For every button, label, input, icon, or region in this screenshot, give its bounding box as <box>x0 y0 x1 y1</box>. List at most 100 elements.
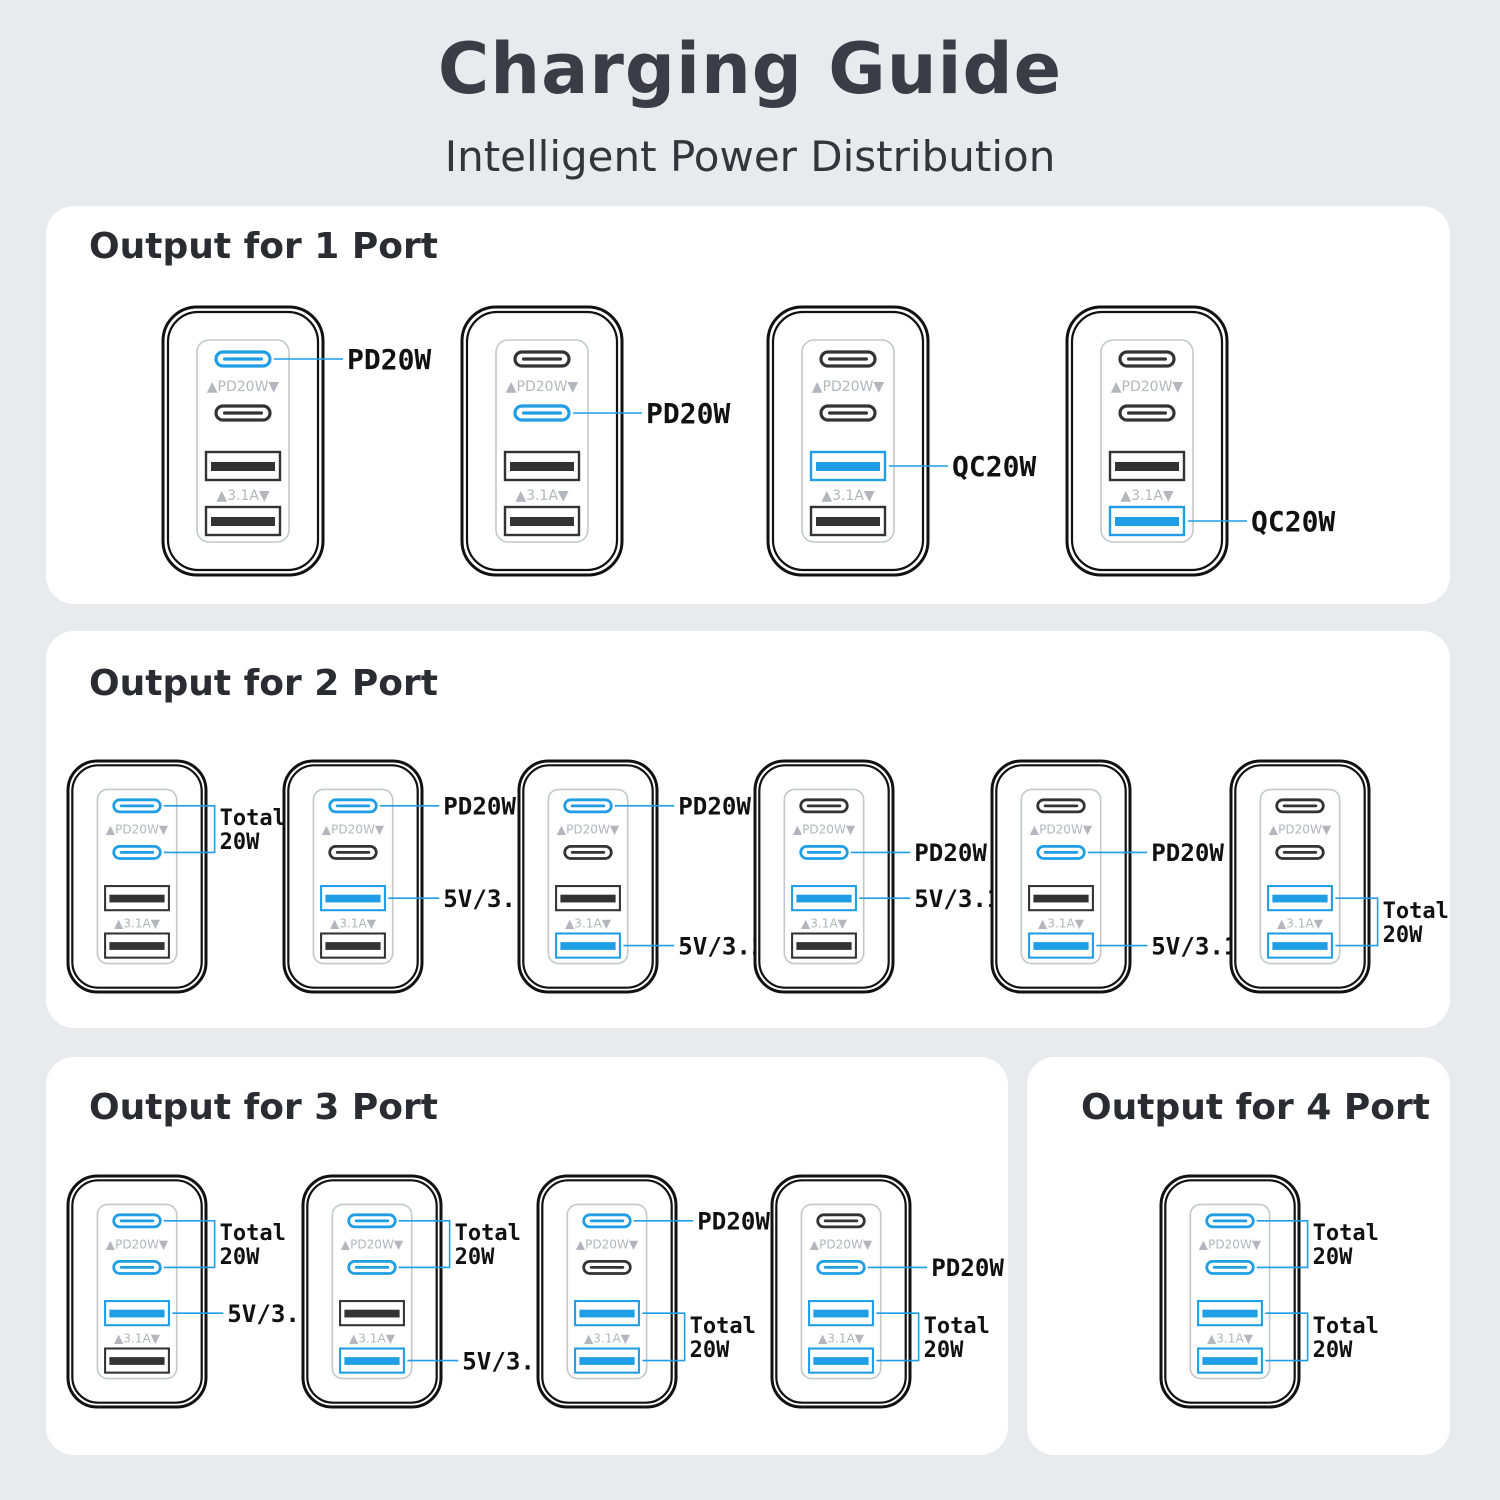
usb-rating-label: ▲3.1A▼ <box>114 1331 161 1345</box>
usb-rating-label: ▲3.1A▼ <box>565 916 612 930</box>
charger-body-inner <box>71 1179 203 1404</box>
callout-label: Total <box>220 806 286 831</box>
pd-rating-label: ▲PD20W▼ <box>207 379 280 395</box>
usb-c-port-tongue <box>522 357 562 361</box>
callout-label: Total <box>924 1314 990 1339</box>
usb-a-port-tongue <box>344 1357 400 1365</box>
charger-body-inner <box>522 764 654 989</box>
callout-label: 20W <box>1313 1245 1353 1270</box>
usb-c-port-tongue <box>1127 411 1167 415</box>
callout-label: Total <box>1313 1314 1379 1339</box>
usb-a-port-tongue <box>109 894 165 903</box>
usb-c-port-tongue <box>223 357 263 361</box>
usb-c-port-tongue <box>828 357 868 361</box>
usb-rating-label: ▲3.1A▼ <box>515 488 569 504</box>
usb-a-port-tongue <box>325 894 381 903</box>
pd-rating-label: ▲PD20W▼ <box>1269 822 1332 836</box>
pd-rating-label: ▲PD20W▼ <box>341 1237 404 1251</box>
charger-body-inner <box>71 764 203 989</box>
callout-bracket <box>1256 1220 1309 1269</box>
usb-c-port-tongue <box>1212 1219 1248 1223</box>
charger-faceplate <box>312 788 394 965</box>
charger-device: ▲PD20W▼▲3.1A▼QC20W <box>1065 305 1335 577</box>
usb-rating-label: ▲3.1A▼ <box>818 1331 865 1345</box>
charger-device: ▲PD20W▼ ▲3.1A▼ PD20W <box>460 305 730 577</box>
callout-label: 20W <box>220 830 260 855</box>
pd-rating-label: ▲PD20W▼ <box>793 822 856 836</box>
usb-a-port-tongue <box>109 942 165 950</box>
usb-c-port-tongue <box>354 1219 390 1223</box>
callout-bracket <box>163 805 216 854</box>
usb-c-port-tongue <box>589 1266 625 1269</box>
usb-rating-label: ▲3.1A▼ <box>216 488 270 504</box>
callout-label: 20W <box>1313 1338 1353 1363</box>
usb-a-port-tongue <box>1115 462 1179 471</box>
callout-label: PD20W <box>443 793 516 821</box>
usb-a-port-tongue <box>510 517 574 526</box>
usb-a-port-tongue <box>1272 894 1328 903</box>
usb-c-port-tongue <box>806 851 842 854</box>
usb-c-port-tongue <box>1043 804 1079 808</box>
usb-rating-label: ▲3.1A▼ <box>330 916 377 930</box>
charger-device: ▲PD20W▼▲3.1A▼PD20W <box>161 305 431 577</box>
usb-c-port-tongue <box>570 804 606 808</box>
callout-label: 20W <box>455 1245 495 1270</box>
charger-faceplate <box>96 1203 178 1380</box>
pd-rating-label: ▲PD20W▼ <box>322 822 385 836</box>
callout-label: Total <box>1383 899 1449 924</box>
pd-rating-label: ▲PD20W▼ <box>810 1237 873 1251</box>
callout-bracket <box>1265 1312 1309 1362</box>
callout-label: PD20W <box>914 839 987 867</box>
usb-c-port-tongue <box>1212 1266 1248 1269</box>
usb-a-port-tongue <box>1202 1309 1258 1318</box>
usb-rating-label: ▲3.1A▼ <box>1120 488 1174 504</box>
pd-rating-label: ▲PD20W▼ <box>1030 822 1093 836</box>
callout-label: 20W <box>690 1338 730 1363</box>
charger-faceplate <box>566 1203 648 1380</box>
charger-faceplate <box>783 788 865 965</box>
charger-body-inner <box>758 764 890 989</box>
charger-faceplate <box>495 339 589 543</box>
charger-faceplate <box>801 339 895 543</box>
usb-a-port-tongue <box>1202 1357 1258 1365</box>
usb-c-port-tongue <box>223 411 263 415</box>
usb-rating-label: ▲3.1A▼ <box>114 916 161 930</box>
callout-label: PD20W <box>697 1208 770 1236</box>
charger-body-inner <box>166 310 320 572</box>
usb-a-port-tongue <box>344 1309 400 1318</box>
usb-a-port-tongue <box>1033 942 1089 950</box>
page-title: Charging Guide <box>437 28 1063 110</box>
usb-rating-label: ▲3.1A▼ <box>1207 1331 1254 1345</box>
callout-label: PD20W <box>646 397 730 430</box>
usb-a-port-tongue <box>560 894 616 903</box>
callout-label: Total <box>1313 1221 1379 1246</box>
usb-c-port-tongue <box>354 1266 390 1269</box>
usb-rating-label: ▲3.1A▼ <box>584 1331 631 1345</box>
usb-a-port-tongue <box>813 1309 869 1318</box>
usb-a-port-tongue <box>1272 942 1328 950</box>
panel-2-port: Output for 2 Port <box>46 631 1450 1028</box>
panel-title: Output for 3 Port <box>89 1087 438 1128</box>
usb-rating-label: ▲3.1A▼ <box>1038 916 1085 930</box>
usb-a-port-tongue <box>1115 517 1179 526</box>
usb-a-port-tongue <box>579 1357 635 1365</box>
usb-a-port-tongue <box>813 1357 869 1365</box>
usb-c-port-tongue <box>119 1266 155 1269</box>
charger-faceplate <box>547 788 629 965</box>
callout-label: Total <box>690 1314 756 1339</box>
callout-label: QC20W <box>952 450 1036 483</box>
usb-a-port-tongue <box>1033 894 1089 903</box>
charger-faceplate <box>1100 339 1194 543</box>
panel-title: Output for 1 Port <box>89 226 438 267</box>
charger-body-inner <box>541 1179 673 1404</box>
pd-rating-label: ▲PD20W▼ <box>506 379 579 395</box>
charger-body-inner <box>771 310 925 572</box>
callout-label: PD20W <box>678 793 751 821</box>
